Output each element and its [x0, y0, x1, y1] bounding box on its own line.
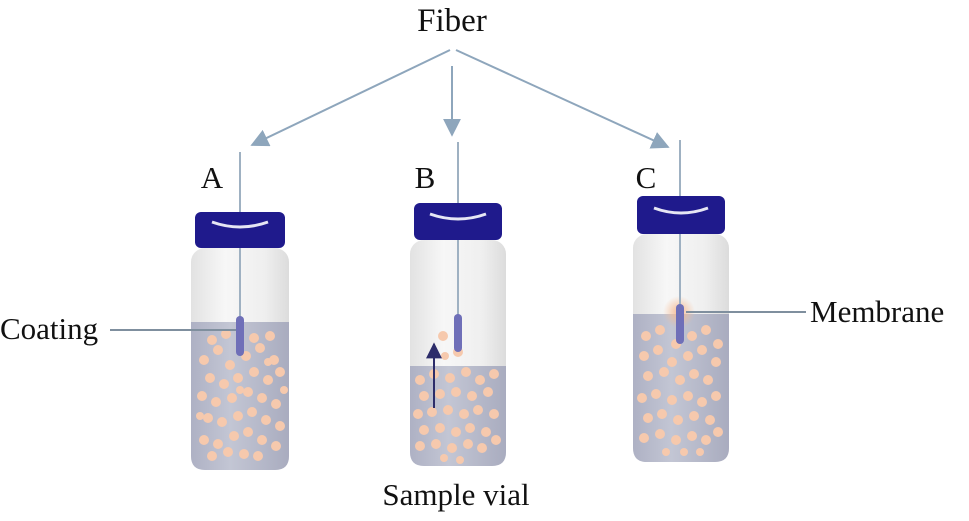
cap-shine-c: [653, 206, 709, 215]
cap-shine-b: [429, 212, 487, 221]
arrow-icon-left: [250, 49, 451, 147]
vial-cap-a: [195, 212, 285, 248]
vial-liquid-a: [191, 322, 289, 470]
cap-shine-a: [211, 220, 269, 229]
vial-cap-c: [637, 196, 725, 234]
coating-label: Coating: [0, 311, 98, 346]
fiber-title: Fiber: [417, 3, 487, 39]
label-b: B: [415, 160, 436, 195]
particle-icon-c: [637, 325, 723, 456]
arrow-icon-right: [455, 49, 670, 149]
particle-icon-b: [413, 331, 501, 464]
fiber-rod-b: [454, 314, 462, 352]
fiber-rod-c: [676, 304, 684, 344]
sample-vial-label: Sample vial: [382, 477, 529, 512]
fiber-rod-a: [236, 316, 244, 356]
vial-icon-c: [633, 140, 729, 462]
vial-cap-b: [414, 203, 502, 240]
vial-icon-a: [191, 152, 289, 470]
label-a: A: [201, 160, 224, 195]
vial-icon-b: [410, 142, 506, 466]
label-c: C: [636, 160, 657, 195]
particle-icon-a: [196, 329, 288, 461]
membrane-label: Membrane: [810, 294, 944, 329]
fiber-arrows: [250, 49, 670, 149]
